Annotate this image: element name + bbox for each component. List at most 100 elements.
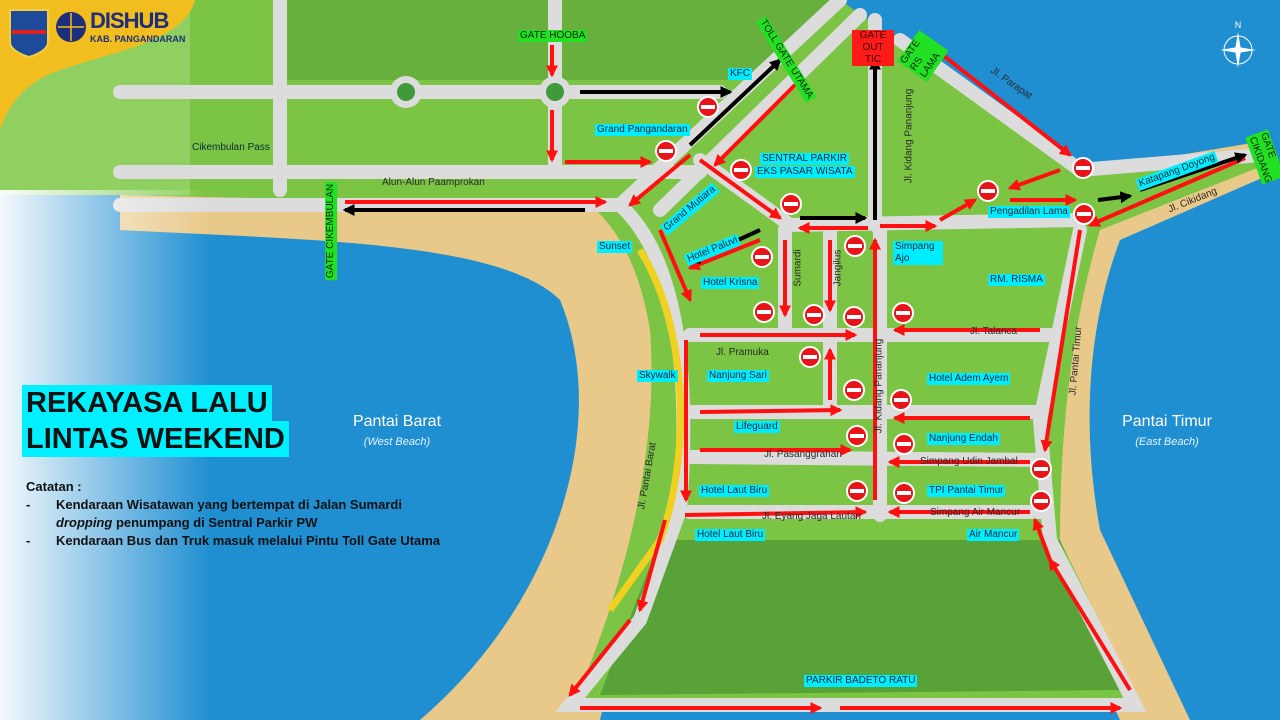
two-way-arrow	[688, 58, 782, 147]
place-grand-pangandaran: Grand Pangandaran	[595, 124, 690, 136]
page-title: REKAYASA LALU LINTAS WEEKEND	[22, 385, 289, 457]
one-way-arrow	[1087, 156, 1246, 227]
two-way-arrow	[1097, 191, 1133, 204]
forest	[600, 540, 1120, 695]
road-kidang-pananjung-south: Jl. Kidang Pananjung	[873, 338, 885, 434]
no-entry-sign-icon	[803, 304, 825, 326]
compass-icon	[1220, 32, 1256, 68]
place-lifeguard: Lifeguard	[734, 421, 780, 433]
place-parkir-badeto-ratu: PARKIR BADETO RATU	[804, 675, 918, 687]
note-emphasis: dropping	[56, 515, 113, 530]
east-beach-label: Pantai Timur (East Beach)	[1105, 412, 1229, 452]
one-way-arrow	[713, 78, 802, 167]
place-kfc: KFC	[728, 68, 752, 80]
road-simpang-air-mancur: Simpang Air Mancur	[930, 507, 1021, 518]
place-nanjung-sari: Nanjung Sari	[707, 370, 769, 382]
dishub-logo-text: DISHUB	[90, 8, 169, 33]
no-entry-sign-icon	[730, 159, 752, 181]
note-text: Kendaraan Bus dan Truk masuk melalui Pin…	[56, 533, 441, 548]
note-item: Kendaraan Bus dan Truk masuk melalui Pin…	[26, 532, 526, 550]
road-alun-alun: Alun-Alun Paamprokan	[382, 177, 485, 188]
dishub-logo-subtext: KAB. PANGANDARAN	[90, 34, 186, 44]
note-item-continued: dropping penumpang di Sentral Parkir PW	[26, 514, 526, 532]
west-beach-label: Pantai Barat (West Beach)	[335, 412, 459, 452]
one-way-arrow	[1048, 557, 1132, 692]
notes-section: Catatan : Kendaraan Wisatawan yang berte…	[26, 478, 526, 550]
regency-seal-logo	[9, 9, 49, 59]
no-entry-sign-icon	[1030, 458, 1052, 480]
no-entry-sign-icon	[843, 379, 865, 401]
no-entry-sign-icon	[846, 425, 868, 447]
place-sunset: Sunset	[597, 241, 633, 253]
no-entry-sign-icon	[697, 96, 719, 118]
west-beach-name: Pantai Barat	[352, 413, 442, 430]
one-way-arrow	[1040, 229, 1082, 453]
note-text: Kendaraan Wisatawan yang bertempat di Ja…	[56, 497, 402, 512]
place-cikembulan-pass: Cikembulan Pass	[192, 142, 270, 153]
place-hotel-laut-biru-1: Hotel Laut Biru	[699, 485, 770, 497]
one-way-arrow	[699, 404, 843, 417]
no-entry-sign-icon	[893, 433, 915, 455]
one-way-arrow	[687, 238, 761, 271]
gate-hooba-label: GATE HOOBA	[518, 30, 588, 42]
road-kidang-pananjung-north: Jl. Kidang Pananjung	[903, 88, 915, 184]
compass-north-label: N	[1234, 20, 1242, 30]
no-entry-sign-icon	[846, 480, 868, 502]
one-way-arrow	[658, 229, 692, 303]
one-way-arrows	[345, 43, 1246, 714]
road-eyang-jaga-lautan: Jl. Eyang Jaga Lautan	[762, 511, 861, 522]
title-line-2: LINTAS WEEKEND	[22, 421, 289, 457]
road-pasanggrahan: Jl. Pasanggrahan	[764, 449, 842, 460]
place-pengadilan-lama: Pengadilan Lama	[988, 206, 1070, 218]
road-jangilus: Jangilus	[832, 249, 844, 287]
place-eks-pasar-wisata: EKS PASAR WISATA	[755, 166, 855, 178]
no-entry-sign-icon	[655, 140, 677, 162]
no-entry-sign-icon	[1073, 203, 1095, 225]
gate-out-tic-label: GATE OUT TIC	[852, 30, 894, 66]
one-way-arrow	[636, 519, 667, 613]
one-way-arrow	[939, 198, 978, 222]
place-tpi-pantai-timur: TPI Pantai Timur	[927, 485, 1006, 497]
west-beach-sand	[120, 195, 668, 720]
no-entry-sign-icon	[844, 235, 866, 257]
dishub-emblem-logo	[56, 12, 86, 42]
no-entry-sign-icon	[753, 301, 775, 323]
no-entry-sign-icon	[892, 302, 914, 324]
place-rm-risma: RM. RISMA	[988, 274, 1045, 286]
place-hotel-laut-biru-2: Hotel Laut Biru	[695, 529, 766, 541]
no-entry-sign-icon	[1030, 490, 1052, 512]
one-way-arrow	[928, 43, 1072, 157]
no-entry-sign-icon	[977, 180, 999, 202]
place-sentral-parkir: SENTRAL PARKIR	[760, 153, 850, 165]
east-beach-subtitle: (East Beach)	[1135, 436, 1199, 448]
title-line-1: REKAYASA LALU	[22, 385, 272, 421]
one-way-arrow	[1007, 168, 1061, 191]
header-logos: DISHUB KAB. PANGANDARAN	[0, 0, 200, 130]
east-beach-sand	[1040, 140, 1280, 720]
notes-heading: Catatan :	[26, 479, 82, 494]
note-item: Kendaraan Wisatawan yang bertempat di Ja…	[26, 496, 526, 514]
place-skywalk: Skywalk	[637, 370, 678, 382]
one-way-arrow	[684, 506, 868, 519]
place-nanjung-endah: Nanjung Endah	[927, 433, 1000, 445]
road-pramuka: Jl. Pramuka	[716, 347, 769, 358]
no-entry-sign-icon	[751, 246, 773, 268]
place-air-mancur: Air Mancur	[967, 529, 1020, 541]
place-hotel-krisna: Hotel Krisna	[701, 277, 760, 289]
no-entry-sign-icon	[1072, 157, 1094, 179]
note-text: penumpang di Sentral Parkir PW	[112, 515, 318, 530]
no-entry-signs	[655, 96, 1095, 512]
no-entry-sign-icon	[843, 306, 865, 328]
road-talanca: Jl. Talanca	[970, 326, 1018, 337]
one-way-arrow	[628, 153, 692, 207]
west-beach-subtitle: (West Beach)	[363, 436, 431, 448]
one-way-arrow	[568, 618, 632, 697]
one-way-arrow	[1032, 517, 1052, 561]
roundabouts	[390, 76, 571, 108]
road-sumardi: Sumardi	[792, 249, 804, 287]
skywalk-path	[607, 248, 684, 613]
no-entry-sign-icon	[893, 482, 915, 504]
compass-rose: N	[1218, 20, 1258, 72]
no-entry-sign-icon	[799, 346, 821, 368]
one-way-arrow	[698, 158, 782, 220]
